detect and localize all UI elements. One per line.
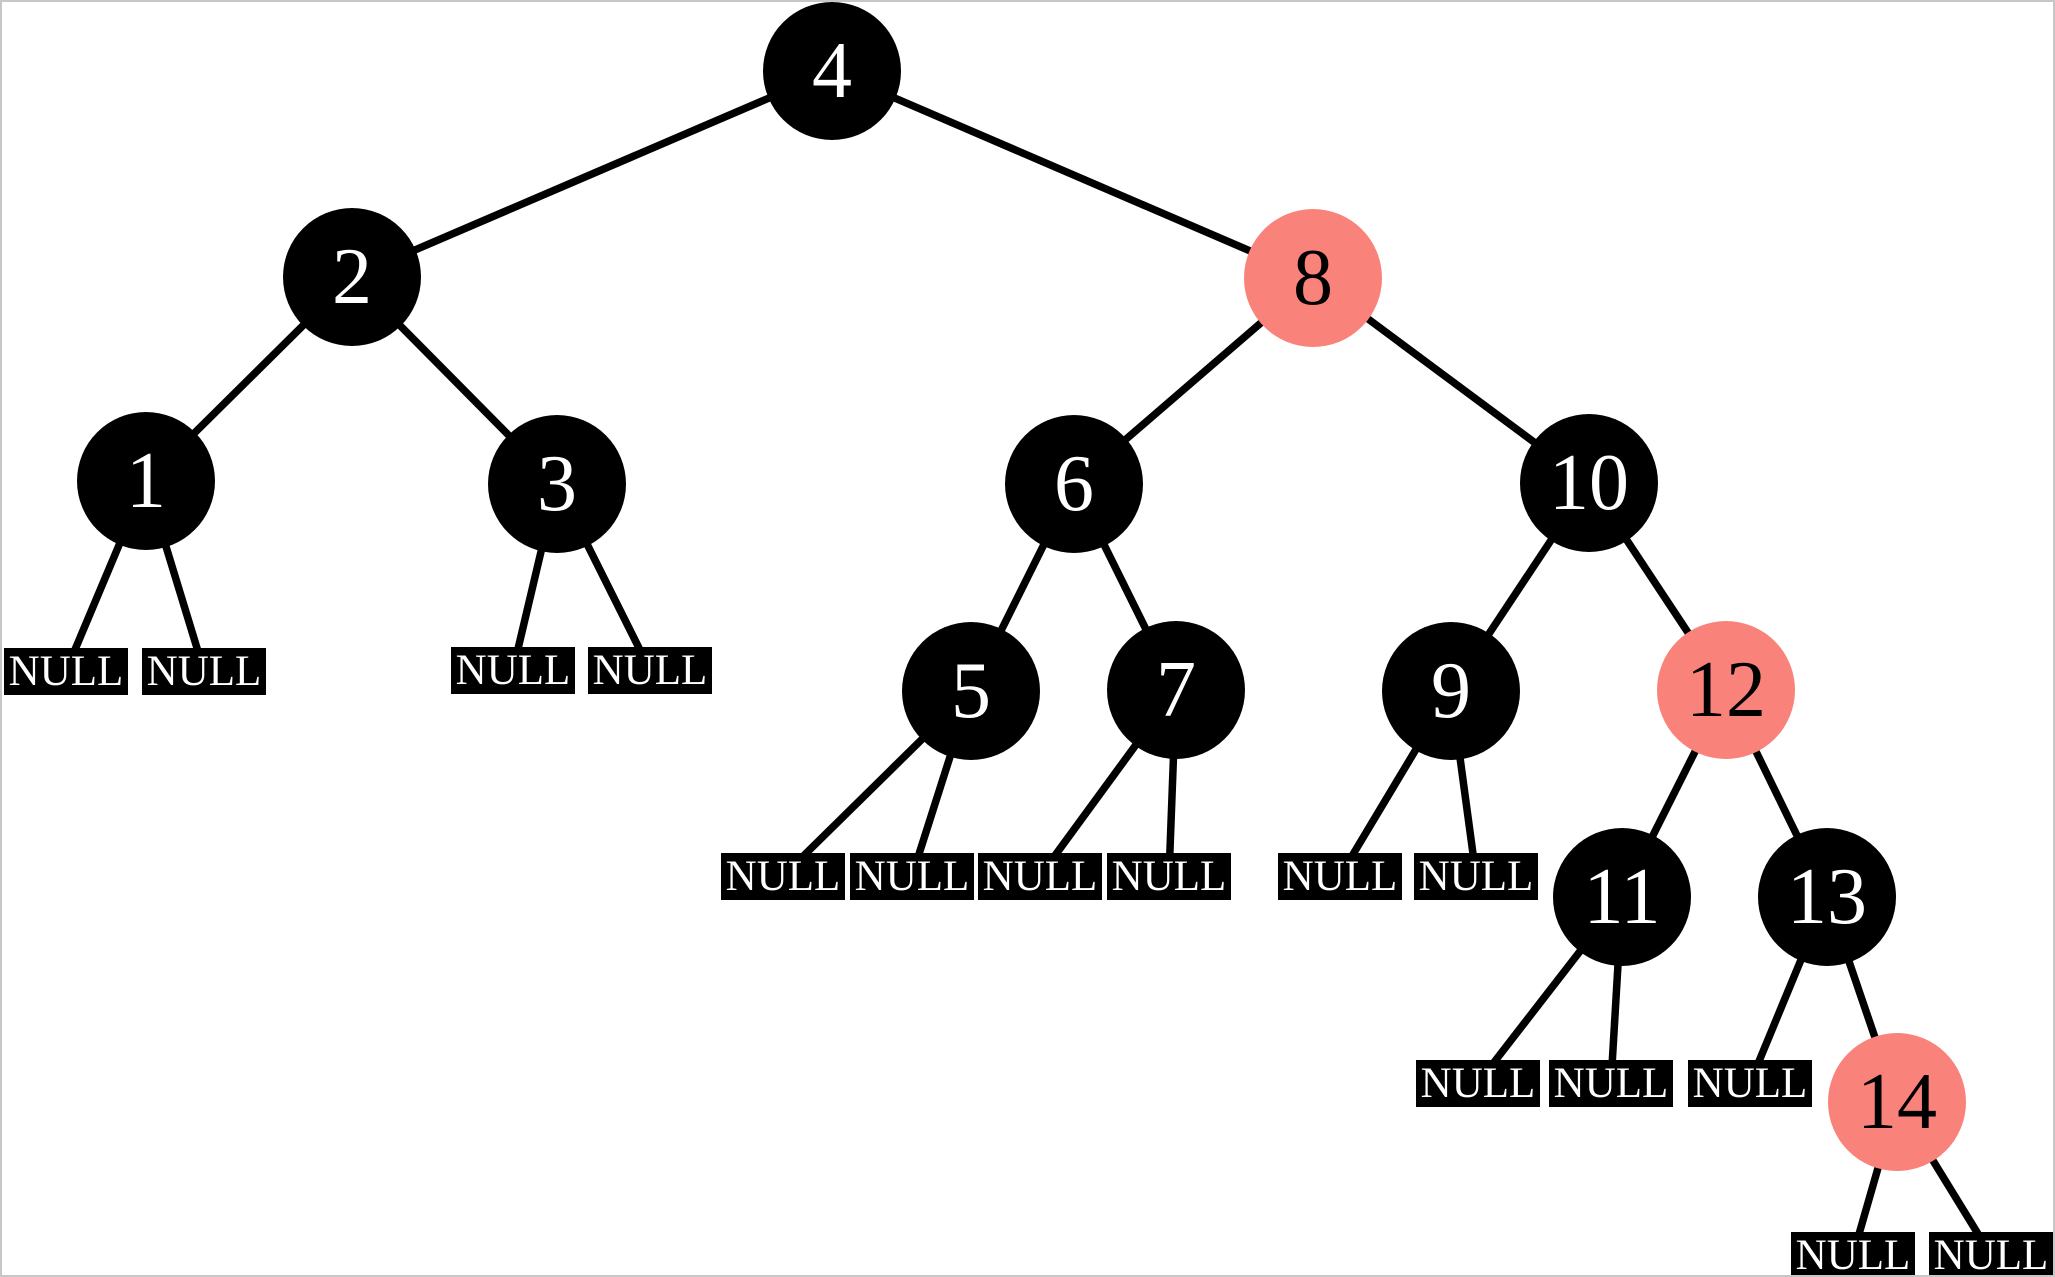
null-leaf-box: NULL — [142, 647, 266, 695]
tree-node-label: 12 — [1686, 646, 1766, 734]
tree-node-5: 5 — [902, 622, 1040, 760]
null-leaf-box: NULL — [978, 852, 1102, 900]
null-leaf-label: NULL — [592, 646, 708, 694]
tree-node-label: 9 — [1431, 647, 1471, 735]
tree-node-9: 9 — [1382, 622, 1520, 760]
tree-node-2: 2 — [283, 208, 421, 346]
null-leaf-label: NULL — [1282, 852, 1398, 900]
null-leaf-box: NULL — [1278, 852, 1402, 900]
tree-node-label: 10 — [1549, 439, 1629, 527]
tree-node-label: 3 — [537, 440, 577, 528]
null-leaf-label: NULL — [455, 646, 571, 694]
null-leaf-box: NULL — [1549, 1059, 1673, 1107]
tree-node-label: 11 — [1583, 853, 1661, 941]
tree-edge-4-8 — [830, 67, 1315, 282]
tree-node-4: 4 — [763, 2, 901, 140]
null-leaf-box: NULL — [588, 646, 712, 694]
null-leaf-label: NULL — [854, 852, 970, 900]
null-leaf-box: NULL — [4, 647, 128, 695]
tree-edge-4-2 — [350, 67, 834, 281]
null-leaf-box: NULL — [850, 852, 974, 900]
null-leaf-label: NULL — [1420, 1059, 1536, 1107]
tree-node-7: 7 — [1107, 621, 1245, 759]
null-leaf-label: NULL — [146, 647, 262, 695]
tree-node-14: 14 — [1828, 1033, 1966, 1171]
tree-node-11: 11 — [1553, 828, 1691, 966]
tree-node-label: 5 — [951, 647, 991, 735]
tree-node-label: 6 — [1054, 440, 1094, 528]
tree-node-label: 7 — [1156, 646, 1196, 734]
tree-node-12: 12 — [1657, 621, 1795, 759]
tree-node-label: 14 — [1857, 1058, 1937, 1146]
null-leaf-label: NULL — [982, 852, 1098, 900]
null-leaf-label: NULL — [725, 852, 841, 900]
null-leaf-label: NULL — [1692, 1059, 1808, 1107]
tree-node-label: 2 — [332, 233, 372, 321]
null-leaf-box: NULL — [1416, 1059, 1540, 1107]
null-leaf-label: NULL — [1418, 852, 1534, 900]
tree-node-label: 8 — [1293, 234, 1333, 322]
null-leaf-box: NULL — [1107, 852, 1231, 900]
null-leaf-label: NULL — [1795, 1231, 1911, 1277]
null-leaf-box: NULL — [1929, 1231, 2053, 1277]
null-leaf-box: NULL — [451, 646, 575, 694]
tree-node-label: 13 — [1787, 853, 1867, 941]
null-leaf-box: NULL — [721, 852, 845, 900]
tree-node-10: 10 — [1520, 414, 1658, 552]
tree-node-1: 1 — [77, 412, 215, 550]
null-leaf-label: NULL — [1553, 1059, 1669, 1107]
null-leaf-box: NULL — [1688, 1059, 1812, 1107]
null-leaf-label: NULL — [1111, 852, 1227, 900]
tree-node-3: 3 — [488, 415, 626, 553]
tree-node-label: 1 — [126, 437, 166, 525]
null-leaf-box: NULL — [1414, 852, 1538, 900]
null-leaf-label: NULL — [1933, 1231, 2049, 1277]
tree-node-13: 13 — [1758, 828, 1896, 966]
null-leaf-label: NULL — [8, 647, 124, 695]
null-leaf-box: NULL — [1791, 1231, 1915, 1277]
tree-node-6: 6 — [1005, 415, 1143, 553]
tree-node-label: 4 — [812, 27, 852, 115]
tree-node-8: 8 — [1244, 209, 1382, 347]
